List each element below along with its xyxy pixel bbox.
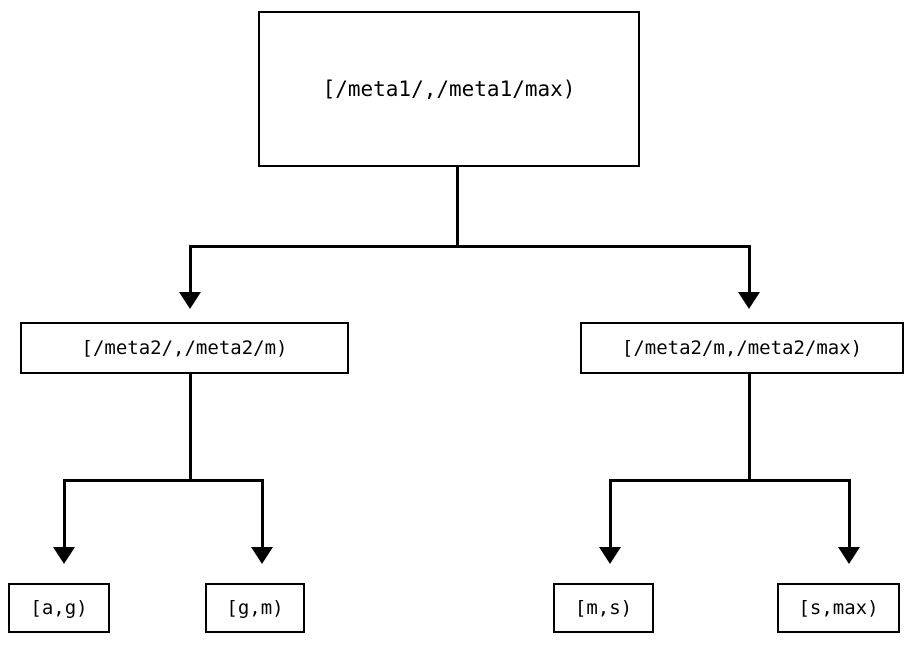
edge-mid-right-to-leaf2-drop (609, 479, 612, 548)
tree-node-mid-left[interactable]: [/meta2/,/meta2/m) (20, 322, 349, 374)
edge-mid-left-to-leaf1-drop (261, 479, 264, 548)
edge-root-to-mid-left-drop (189, 245, 192, 293)
tree-node-mid-right-label: [/meta2/m,/meta2/max) (621, 337, 863, 359)
edge-root-to-mid-right-drop (748, 245, 751, 293)
edge-root-crossbar (189, 245, 751, 248)
arrowhead-mid-left-to-leaf0 (53, 547, 75, 564)
arrowhead-root-to-mid-left (179, 292, 201, 309)
arrowhead-mid-right-to-leaf2 (599, 547, 621, 564)
arrowhead-root-to-mid-right (738, 292, 760, 309)
edge-mid-right-to-leaf3-drop (848, 479, 851, 548)
tree-node-root-label: [/meta1/,/meta1/max) (322, 77, 576, 101)
tree-node-root[interactable]: [/meta1/,/meta1/max) (258, 11, 640, 167)
tree-leaf-a-g-label: [a,g) (30, 597, 88, 619)
tree-node-mid-left-label: [/meta2/,/meta2/m) (81, 337, 288, 359)
arrowhead-mid-right-to-leaf3 (838, 547, 860, 564)
tree-leaf-g-m[interactable]: [g,m) (205, 583, 305, 633)
edge-mid-right-crossbar (609, 479, 851, 482)
tree-leaf-g-m-label: [g,m) (226, 597, 284, 619)
tree-leaf-s-max-label: [s,max) (798, 597, 879, 619)
tree-leaf-m-s[interactable]: [m,s) (553, 583, 654, 633)
tree-leaf-s-max[interactable]: [s,max) (777, 583, 900, 633)
edge-mid-left-stem (189, 374, 192, 481)
tree-leaf-m-s-label: [m,s) (574, 597, 633, 619)
edge-mid-left-crossbar (63, 479, 264, 482)
tree-leaf-a-g[interactable]: [a,g) (8, 583, 110, 633)
edge-mid-right-stem (748, 374, 751, 481)
edge-root-stem (456, 167, 459, 247)
arrowhead-mid-left-to-leaf1 (251, 547, 273, 564)
edge-mid-left-to-leaf0-drop (63, 479, 66, 548)
tree-node-mid-right[interactable]: [/meta2/m,/meta2/max) (580, 322, 904, 374)
